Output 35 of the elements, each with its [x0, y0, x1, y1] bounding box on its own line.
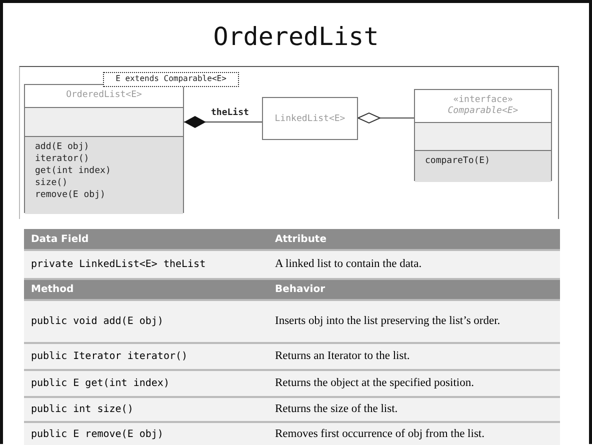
aggregation-line: [358, 112, 414, 124]
table-cell: public void add(E obj): [24, 300, 268, 343]
table-cell: public E get(int index): [24, 370, 268, 397]
table-header-cell: Data Field: [24, 229, 268, 250]
stereotype-label: «interface»: [453, 95, 513, 106]
table-header-cell: Method: [24, 279, 268, 300]
composition-line: [184, 116, 262, 128]
table-cell: Returns the object at the specified position.: [268, 370, 560, 397]
table-header-cell: Attribute: [268, 229, 560, 250]
method-name: size(): [35, 177, 68, 189]
edge-label: theList: [210, 108, 250, 118]
table-cell: Inserts obj into the list preserving the list’s order.: [268, 300, 560, 343]
interface-box: [414, 89, 552, 181]
template-parameter: E extends Comparable<E>: [116, 74, 226, 83]
method-name: compareTo(E): [425, 155, 490, 167]
table-cell: Returns the size of the list.: [268, 397, 560, 422]
table-header-cell: Behavior: [268, 279, 560, 300]
table-cell: A linked list to contain the data.: [268, 250, 560, 279]
class-box: [24, 84, 184, 213]
table-cell: Removes first occurrence of obj from the list.: [268, 422, 560, 445]
table-cell: Returns an Iterator to the list.: [268, 343, 560, 370]
table-cell: public int size(): [24, 397, 268, 422]
method-name: get(int index): [35, 165, 111, 177]
class-name: Comparable<E>: [448, 106, 518, 117]
method-name: iterator(): [35, 153, 90, 165]
class-box: [262, 97, 358, 140]
method-name: add(E obj): [35, 141, 90, 153]
title: OrderedList: [212, 22, 380, 51]
table-cell: public E remove(E obj): [24, 422, 268, 445]
method-name: remove(E obj): [35, 189, 106, 201]
table-cell: public Iterator iterator(): [24, 343, 268, 370]
template-parameter-box: [103, 72, 239, 87]
class-name: OrderedList<E>: [66, 90, 142, 101]
table-cell: private LinkedList<E> theList: [24, 250, 268, 279]
class-name: LinkedList<E>: [274, 114, 346, 124]
